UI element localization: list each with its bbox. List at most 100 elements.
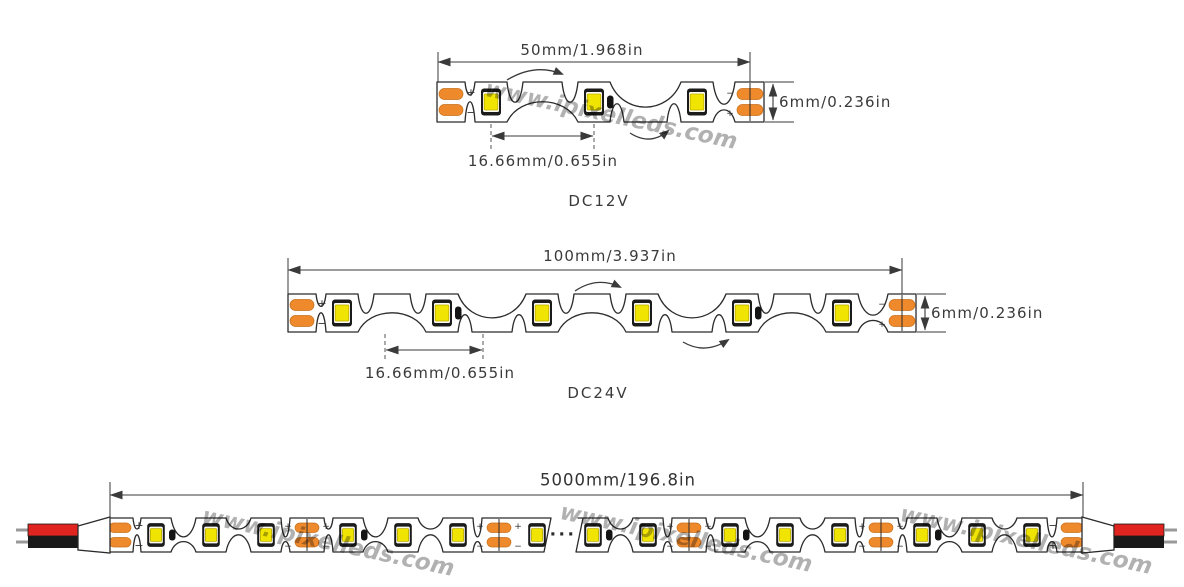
led-chip [339,523,357,547]
polarity-mark: − [704,542,712,552]
end-solder-pads: −+ [1048,519,1084,552]
led-chip [481,88,501,116]
polarity-mark: + [858,522,866,532]
solder-pad [1060,522,1084,533]
cut-point: + − + − [666,519,712,552]
right-wire-lead [1081,516,1177,554]
led-chip [632,299,652,327]
heat-shrink-connector [1081,516,1115,554]
polarity-mark: + [896,522,904,532]
polarity-mark: + [704,522,712,532]
dc24v-pitch-dimension-label: 16.66mm/0.655in [364,364,516,382]
polarity-mark: − [666,542,674,552]
solder-pad [108,537,132,548]
dc12v-voltage-label: DC12V [568,192,630,210]
bend-direction-arrow [506,67,564,81]
left-wire-lead [16,516,111,554]
dc12v-strip: +−−+ [436,81,765,123]
polarity-mark: − [858,542,866,552]
polarity-mark: + [666,522,674,532]
reel-length-dimension-label: 5000mm/196.8in [540,470,696,490]
polarity-mark: − [466,106,475,119]
led-chip [721,523,739,547]
polarity-mark: + [134,519,143,532]
polarity-mark: + [726,109,734,119]
cut-point: −+ [878,295,916,331]
led-chip [332,299,352,327]
polarity-mark: + [284,522,292,532]
led-chip [528,523,546,547]
polarity-mark: + [322,522,330,532]
cut-point: + − + − [858,519,904,552]
polarity-mark: − [476,542,484,552]
cut-point: −+ [726,83,764,121]
led-chip [394,523,412,547]
end-solder-pads: +− [289,297,327,330]
led-chip [913,523,931,547]
led-chip [449,523,467,547]
solder-pad [1060,537,1084,548]
resistor-component [935,529,942,541]
led-chip [832,299,852,327]
bend-direction-arrow [682,338,730,349]
black-wire [28,536,78,548]
polarity-mark: − [514,542,522,552]
reel-strip: +−−++−+−+−+−+−+−+−+− [106,517,1086,553]
led-chip [257,523,275,547]
led-chip [831,523,849,547]
solder-pad [438,104,464,116]
led-chip [532,299,552,327]
solder-pad [438,88,464,100]
red-wire [1113,523,1165,537]
solder-pad [289,315,315,327]
polarity-mark: + [317,297,326,310]
resistor-component [169,529,176,541]
led-chip [968,523,986,547]
solder-pad [289,299,315,311]
polarity-mark: − [1048,519,1057,532]
led-chip [432,299,452,327]
strip-continuation-ellipsis: ··· [549,525,577,545]
polarity-mark: + [514,522,522,532]
resistor-component [755,306,762,320]
dc12v-width-dimension-label: 6mm/0.236in [779,93,892,111]
polarity-mark: + [466,86,475,99]
led-chip [1023,523,1041,547]
led-chip [584,88,604,116]
led-chip [687,88,707,116]
dc12v-length-dimension-label: 50mm/1.968in [520,41,644,59]
polarity-mark: + [476,522,484,532]
heat-shrink-connector [77,516,111,554]
polarity-mark: − [896,542,904,552]
resistor-component [607,95,614,109]
resistor-component [606,529,613,541]
led-chip [147,523,165,547]
polarity-mark: + [878,320,886,330]
led-chip [584,523,602,547]
polarity-mark: + [1048,539,1057,552]
resistor-component [361,529,368,541]
end-solder-pads: +− [108,519,144,552]
polarity-mark: − [322,542,330,552]
dc24v-voltage-label: DC24V [567,384,629,402]
dc24v-strip: +−−+ [287,293,917,333]
led-chip [202,523,220,547]
polarity-mark: − [134,539,143,552]
bend-direction-arrow [629,129,670,140]
end-solder-pads: +− [438,86,476,119]
red-wire [27,523,79,537]
resistor-component [743,529,750,541]
led-chip [639,523,657,547]
polarity-mark: − [878,300,886,310]
bend-direction-arrow [574,279,622,292]
polarity-mark: − [317,317,326,330]
polarity-mark: − [284,542,292,552]
dc24v-length-dimension-label: 100mm/3.937in [543,247,677,265]
dc24v-width-dimension-label: 6mm/0.236in [931,304,1044,322]
polarity-mark: − [726,89,734,99]
strip-pcb-outline [287,293,917,333]
solder-pad [108,522,132,533]
black-wire [1114,536,1164,548]
